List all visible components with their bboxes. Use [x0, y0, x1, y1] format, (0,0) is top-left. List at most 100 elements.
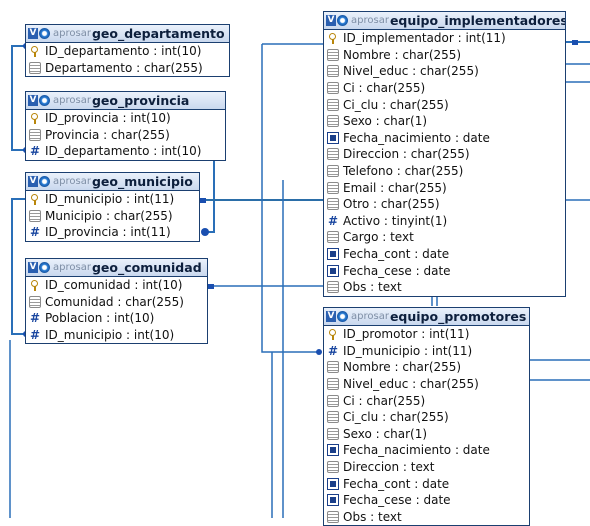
column-label: ID_municipio : int(10)	[45, 328, 175, 343]
gear-icon[interactable]	[337, 15, 348, 26]
column-row[interactable]: Telefono : char(255)	[324, 163, 565, 180]
column-row[interactable]: #ID_departamento : int(10)	[26, 143, 225, 160]
text-field-icon	[327, 361, 339, 374]
date-field-icon	[327, 494, 339, 507]
v-badge-icon: V	[326, 311, 336, 322]
column-row[interactable]: Direccion : char(255)	[324, 146, 565, 163]
column-row[interactable]: Ci : char(255)	[324, 392, 529, 409]
column-label: ID_provincia : int(11)	[45, 225, 171, 240]
column-row[interactable]: #Activo : tinyint(1)	[324, 213, 565, 230]
column-row[interactable]: #ID_provincia : int(11)	[26, 224, 199, 241]
column-row[interactable]: Ci_clu : char(255)	[324, 409, 529, 426]
column-row[interactable]: ID_implementador : int(11)	[324, 30, 565, 47]
column-row[interactable]: Nivel_educ : char(255)	[324, 376, 529, 393]
text-field-icon	[29, 61, 41, 74]
text-field-icon	[327, 510, 339, 523]
date-field-icon	[327, 264, 339, 277]
column-label: ID_departamento : int(10)	[45, 44, 202, 59]
text-field-icon	[327, 231, 339, 244]
column-row[interactable]: Departamento : char(255)	[26, 60, 229, 77]
text-field-icon	[327, 48, 339, 61]
column-row[interactable]: Fecha_cese : date	[324, 492, 529, 509]
text-field-icon	[327, 427, 339, 440]
column-row[interactable]: Comunidad : char(255)	[26, 294, 207, 311]
column-row[interactable]: Obs : text	[324, 509, 529, 526]
column-row[interactable]: Direccion : text	[324, 459, 529, 476]
gear-icon[interactable]	[39, 176, 50, 187]
column-row[interactable]: #ID_municipio : int(11)	[324, 343, 529, 360]
text-field-icon	[29, 295, 41, 308]
key-icon	[29, 193, 41, 206]
text-field-icon	[327, 165, 339, 178]
column-row[interactable]: Sexo : char(1)	[324, 426, 529, 443]
column-row[interactable]: ID_comunidad : int(10)	[26, 277, 207, 294]
gear-icon[interactable]	[337, 311, 348, 322]
column-row[interactable]: Ci_clu : char(255)	[324, 96, 565, 113]
gear-icon[interactable]	[39, 262, 50, 273]
v-badge-icon: V	[28, 262, 38, 273]
text-field-icon	[327, 461, 339, 474]
column-label: Municipio : char(255)	[45, 208, 173, 223]
text-field-icon	[327, 394, 339, 407]
column-row[interactable]: Municipio : char(255)	[26, 208, 199, 225]
text-field-icon	[327, 181, 339, 194]
column-row[interactable]: Fecha_nacimiento : date	[324, 442, 529, 459]
database-name: aprosar	[53, 95, 91, 106]
column-row[interactable]: Otro : char(255)	[324, 196, 565, 213]
text-field-icon	[327, 411, 339, 424]
column-label: Sexo : char(1)	[343, 426, 428, 441]
key-icon	[29, 45, 41, 58]
column-label: Poblacion : int(10)	[45, 311, 155, 326]
column-row[interactable]: Cargo : text	[324, 229, 565, 246]
column-row[interactable]: #ID_municipio : int(10)	[26, 327, 207, 344]
column-row[interactable]: ID_provincia : int(10)	[26, 110, 225, 127]
column-row[interactable]: Nombre : char(255)	[324, 359, 529, 376]
column-label: Fecha_cont : date	[343, 476, 450, 491]
column-label: Telefono : char(255)	[343, 164, 464, 179]
column-label: Fecha_cont : date	[343, 247, 450, 262]
column-row[interactable]: ID_municipio : int(11)	[26, 191, 199, 208]
column-row[interactable]: Fecha_cese : date	[324, 262, 565, 279]
text-field-icon	[327, 378, 339, 391]
column-label: ID_municipio : int(11)	[45, 192, 175, 207]
number-hash-icon: #	[29, 311, 41, 326]
text-field-icon	[29, 128, 41, 141]
column-row[interactable]: Provincia : char(255)	[26, 127, 225, 144]
column-row[interactable]: Sexo : char(1)	[324, 113, 565, 130]
text-field-icon	[327, 148, 339, 161]
column-row[interactable]: Ci : char(255)	[324, 80, 565, 97]
date-field-icon	[327, 131, 339, 144]
gear-icon[interactable]	[39, 28, 50, 39]
column-label: Nivel_educ : char(255)	[343, 64, 479, 79]
column-row[interactable]: Nivel_educ : char(255)	[324, 63, 565, 80]
column-label: Ci : char(255)	[343, 393, 426, 408]
column-row[interactable]: Nombre : char(255)	[324, 47, 565, 64]
column-label: Direccion : text	[343, 460, 435, 475]
column-row[interactable]: Fecha_cont : date	[324, 475, 529, 492]
column-row[interactable]: Obs : text	[324, 279, 565, 296]
column-row[interactable]: ID_promotor : int(11)	[324, 326, 529, 343]
column-row[interactable]: # Poblacion : int(10)	[26, 310, 207, 327]
column-row[interactable]: Fecha_nacimiento : date	[324, 130, 565, 147]
key-icon	[327, 32, 339, 45]
column-label: ID_comunidad : int(10)	[45, 278, 183, 293]
column-label: Ci_clu : char(255)	[343, 97, 449, 112]
column-row[interactable]: Email : char(255)	[324, 179, 565, 196]
gear-icon[interactable]	[39, 95, 50, 106]
text-field-icon	[327, 198, 339, 211]
column-row[interactable]: Fecha_cont : date	[324, 246, 565, 263]
column-label: Otro : char(255)	[343, 197, 440, 212]
column-row[interactable]: ID_departamento : int(10)	[26, 43, 229, 60]
